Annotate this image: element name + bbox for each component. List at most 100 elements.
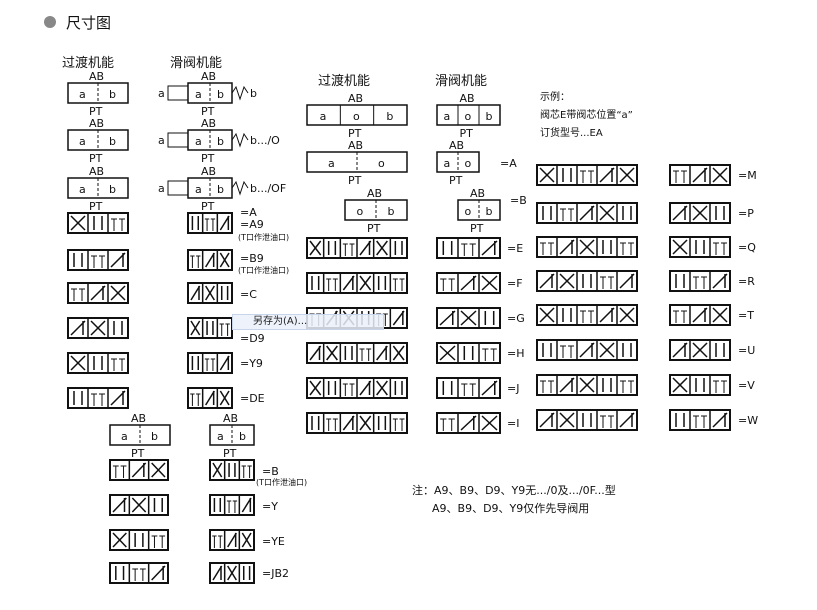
circle-arrow-icon <box>44 16 56 28</box>
position-label-b: b <box>386 110 393 123</box>
flow-arrow <box>579 377 595 393</box>
port-label-ab: AB <box>89 165 104 178</box>
flow-arrow <box>599 205 615 221</box>
function-label: =B <box>510 194 527 207</box>
context-menu-save-as[interactable]: 另存为(A)... <box>232 314 384 330</box>
function-label: =G <box>507 312 525 325</box>
port-label-ab: AB <box>348 139 363 152</box>
flow-arrow <box>241 497 252 513</box>
valve-symbol <box>536 270 638 292</box>
port-label-pt: PT <box>348 127 362 140</box>
valve-symbol <box>187 387 233 409</box>
valve-symbol <box>209 529 255 551</box>
function-label: =E <box>507 242 523 255</box>
function-label: =D9 <box>240 332 265 345</box>
valve-symbol <box>669 409 731 431</box>
port-label-ab: AB <box>348 92 363 105</box>
function-label: =I <box>507 417 519 430</box>
valve-symbol <box>67 249 129 271</box>
valve-symbol <box>436 412 501 434</box>
position-label-a: a <box>121 430 128 443</box>
valve-symbol <box>536 164 638 186</box>
position-label-b: b <box>486 205 493 218</box>
flow-arrow <box>579 239 595 255</box>
valve-symbol <box>536 236 638 258</box>
position-label-a: a <box>444 157 451 170</box>
solenoid-a-label: a <box>158 134 165 147</box>
flow-arrow <box>205 390 215 406</box>
solenoid-a <box>167 85 189 101</box>
valve-symbol <box>187 282 233 304</box>
function-label: b.../O <box>250 134 280 147</box>
flow-arrow <box>460 310 477 326</box>
valve-symbol <box>209 494 255 516</box>
position-label-a: a <box>217 430 224 443</box>
function-label: =C <box>240 288 257 301</box>
port-label-pt: PT <box>367 222 381 235</box>
flow-arrow <box>481 275 498 291</box>
flow-arrow <box>692 342 708 358</box>
spring-icon <box>231 132 249 148</box>
function-label: =JB2 <box>262 567 289 580</box>
valve-symbol <box>187 249 233 271</box>
position-label-o: o <box>465 205 472 218</box>
flow-arrow <box>619 307 635 323</box>
position-label-b: b <box>217 183 224 196</box>
flow-arrow <box>190 285 201 301</box>
valve-position-box <box>436 104 501 126</box>
function-label: =Y <box>262 500 278 513</box>
valve-symbol <box>187 352 233 374</box>
function-label: =DE <box>240 392 265 405</box>
position-label-o: o <box>465 110 472 123</box>
valve-symbol <box>536 304 638 326</box>
port-label-pt: PT <box>460 127 474 140</box>
flow-arrow <box>219 355 230 371</box>
flow-arrow <box>712 307 728 323</box>
flow-arrow <box>672 239 688 255</box>
flow-arrow <box>70 355 86 371</box>
flow-arrow <box>376 380 388 396</box>
example-order-code: 订货型号...EA <box>540 126 603 139</box>
flow-arrow <box>219 390 230 406</box>
valve-symbol <box>67 212 129 234</box>
function-label: =V <box>738 379 755 392</box>
solenoid-a-label: a <box>158 182 165 195</box>
valve-symbol <box>669 202 731 224</box>
flow-arrow <box>70 215 86 231</box>
flow-arrow <box>227 565 237 581</box>
flow-arrow <box>131 497 147 513</box>
function-label: =R <box>738 275 755 288</box>
port-label-ab: AB <box>89 117 104 130</box>
valve-symbol <box>536 409 638 431</box>
flow-arrow <box>227 532 237 548</box>
position-label-b: b <box>109 88 116 101</box>
group1-transition-title: 过渡机能 <box>62 55 114 71</box>
flow-arrow <box>90 320 106 336</box>
valve-symbol <box>536 202 638 224</box>
flow-arrow <box>151 462 166 478</box>
function-label: =P <box>738 207 754 220</box>
function-label: =B9 <box>240 252 264 265</box>
flow-arrow <box>392 345 405 361</box>
flow-arrow <box>309 380 322 396</box>
flow-arrow <box>219 215 230 231</box>
valve-symbol <box>109 562 169 584</box>
position-label-b: b <box>109 135 116 148</box>
port-label-pt: PT <box>131 447 145 460</box>
port-label-pt: PT <box>470 222 484 235</box>
function-label: =J <box>507 382 519 395</box>
position-label-a: a <box>195 135 202 148</box>
valve-symbol <box>436 377 501 399</box>
port-label-pt: PT <box>348 174 362 187</box>
function-label: =M <box>738 169 757 182</box>
group1-spool-title: 滑阀机能 <box>170 56 222 71</box>
function-label: =A <box>500 157 517 170</box>
flow-arrow <box>309 240 322 256</box>
position-label-b: b <box>151 430 158 443</box>
flow-arrow <box>376 240 388 256</box>
solenoid-a-label: a <box>158 87 165 100</box>
port-label-ab: AB <box>89 70 104 83</box>
flow-arrow <box>241 532 252 548</box>
flow-arrow <box>559 273 575 289</box>
valve-symbol <box>669 164 731 186</box>
